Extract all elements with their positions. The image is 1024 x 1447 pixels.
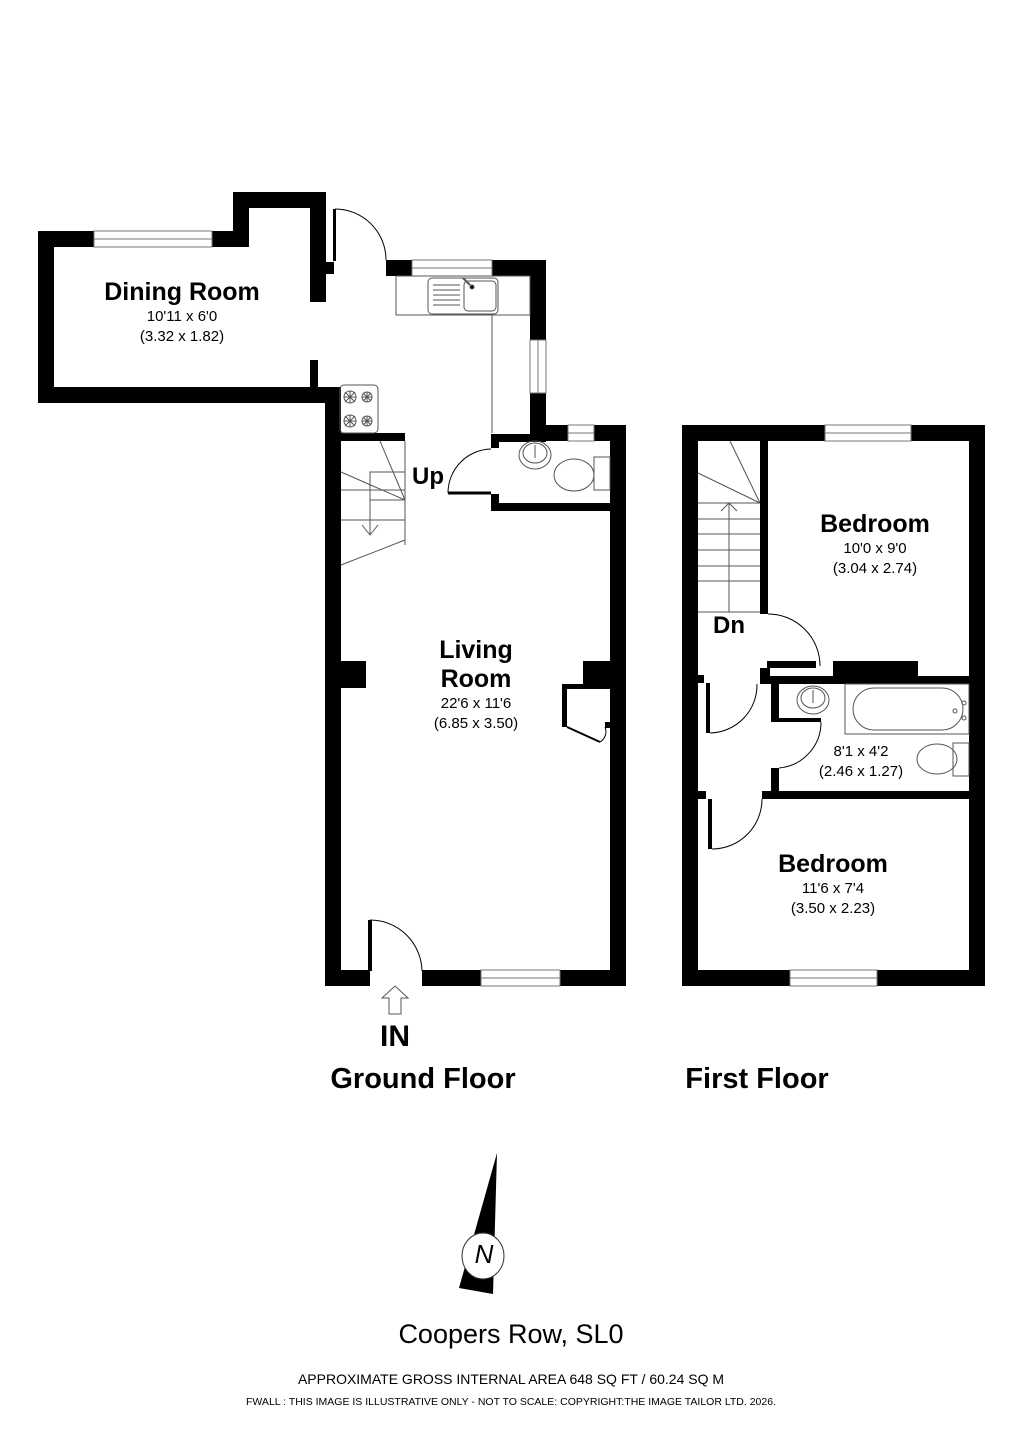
entrance-label: IN [380, 1020, 410, 1053]
bathroom-label: 8'1 x 4'2 (2.46 x 1.27) [819, 742, 903, 783]
room-dims-metric: (2.46 x 1.27) [818, 763, 904, 781]
disclaimer: FWALL : THIS IMAGE IS ILLUSTRATIVE ONLY … [246, 1396, 776, 1408]
ground-floor-windows [93, 230, 595, 987]
room-name-line2: Room [440, 664, 512, 693]
room-dims-imperial: 11'6 x 7'4 [801, 879, 865, 897]
room-dims-metric: (3.32 x 1.82) [139, 328, 225, 345]
bedroom-1-label: Bedroom 10'0 x 9'0 (3.04 x 2.74) [820, 510, 930, 579]
ground-floor-doors [333, 208, 607, 972]
bath-icon [844, 683, 970, 735]
room-name: Bedroom [778, 850, 888, 878]
stairs-down-label: Dn [713, 612, 745, 639]
toilet-icon [916, 743, 958, 775]
bathroom-fixtures [796, 683, 970, 777]
compass-letter: N [474, 1239, 494, 1269]
hob-icon [339, 384, 379, 434]
sink-icon [427, 277, 499, 315]
living-room-label: Living Room 22'6 x 11'6 (6.85 x 3.50) [434, 636, 518, 734]
ground-floor-walls [38, 192, 626, 986]
kitchen-fixtures [339, 275, 531, 434]
room-dims-imperial: 10'0 x 9'0 [843, 539, 907, 557]
room-dims-metric: (6.85 x 3.50) [433, 714, 519, 732]
first-floor-doors [709, 613, 822, 850]
room-dims-metric: (3.50 x 2.23) [790, 900, 876, 917]
bedroom-2-label: Bedroom 11'6 x 7'4 (3.50 x 2.23) [778, 850, 888, 919]
north-arrow-icon [459, 1153, 505, 1294]
first-floor-walls [682, 425, 985, 986]
toilet-icon [553, 458, 595, 492]
room-dims-imperial: 10'11 x 6'0 [146, 307, 218, 325]
room-name: Dining Room [104, 278, 260, 306]
first-stairs [697, 440, 761, 613]
room-name: Bedroom [820, 510, 930, 538]
basin-icon [796, 685, 830, 715]
room-name: Living [439, 636, 513, 664]
first-floor-title: First Floor [685, 1063, 829, 1095]
first-floor-windows [789, 424, 912, 987]
stairs-up-label: Up [412, 463, 444, 490]
ground-stairs [340, 440, 406, 566]
room-dims-imperial: 22'6 x 11'6 [440, 694, 512, 712]
wc-fixtures [518, 440, 611, 492]
ground-floor-title: Ground Floor [330, 1063, 516, 1095]
room-dims-metric: (3.04 x 2.74) [832, 560, 918, 577]
entrance-arrow-icon [380, 985, 410, 1015]
room-dims-imperial: 8'1 x 4'2 [833, 743, 889, 760]
dining-room-label: Dining Room 10'11 x 6'0 (3.32 x 1.82) [104, 278, 260, 347]
property-address: Coopers Row, SL0 [398, 1319, 624, 1349]
basin-icon [518, 440, 552, 470]
gross-internal-area: APPROXIMATE GROSS INTERNAL AREA 648 SQ F… [297, 1371, 725, 1387]
